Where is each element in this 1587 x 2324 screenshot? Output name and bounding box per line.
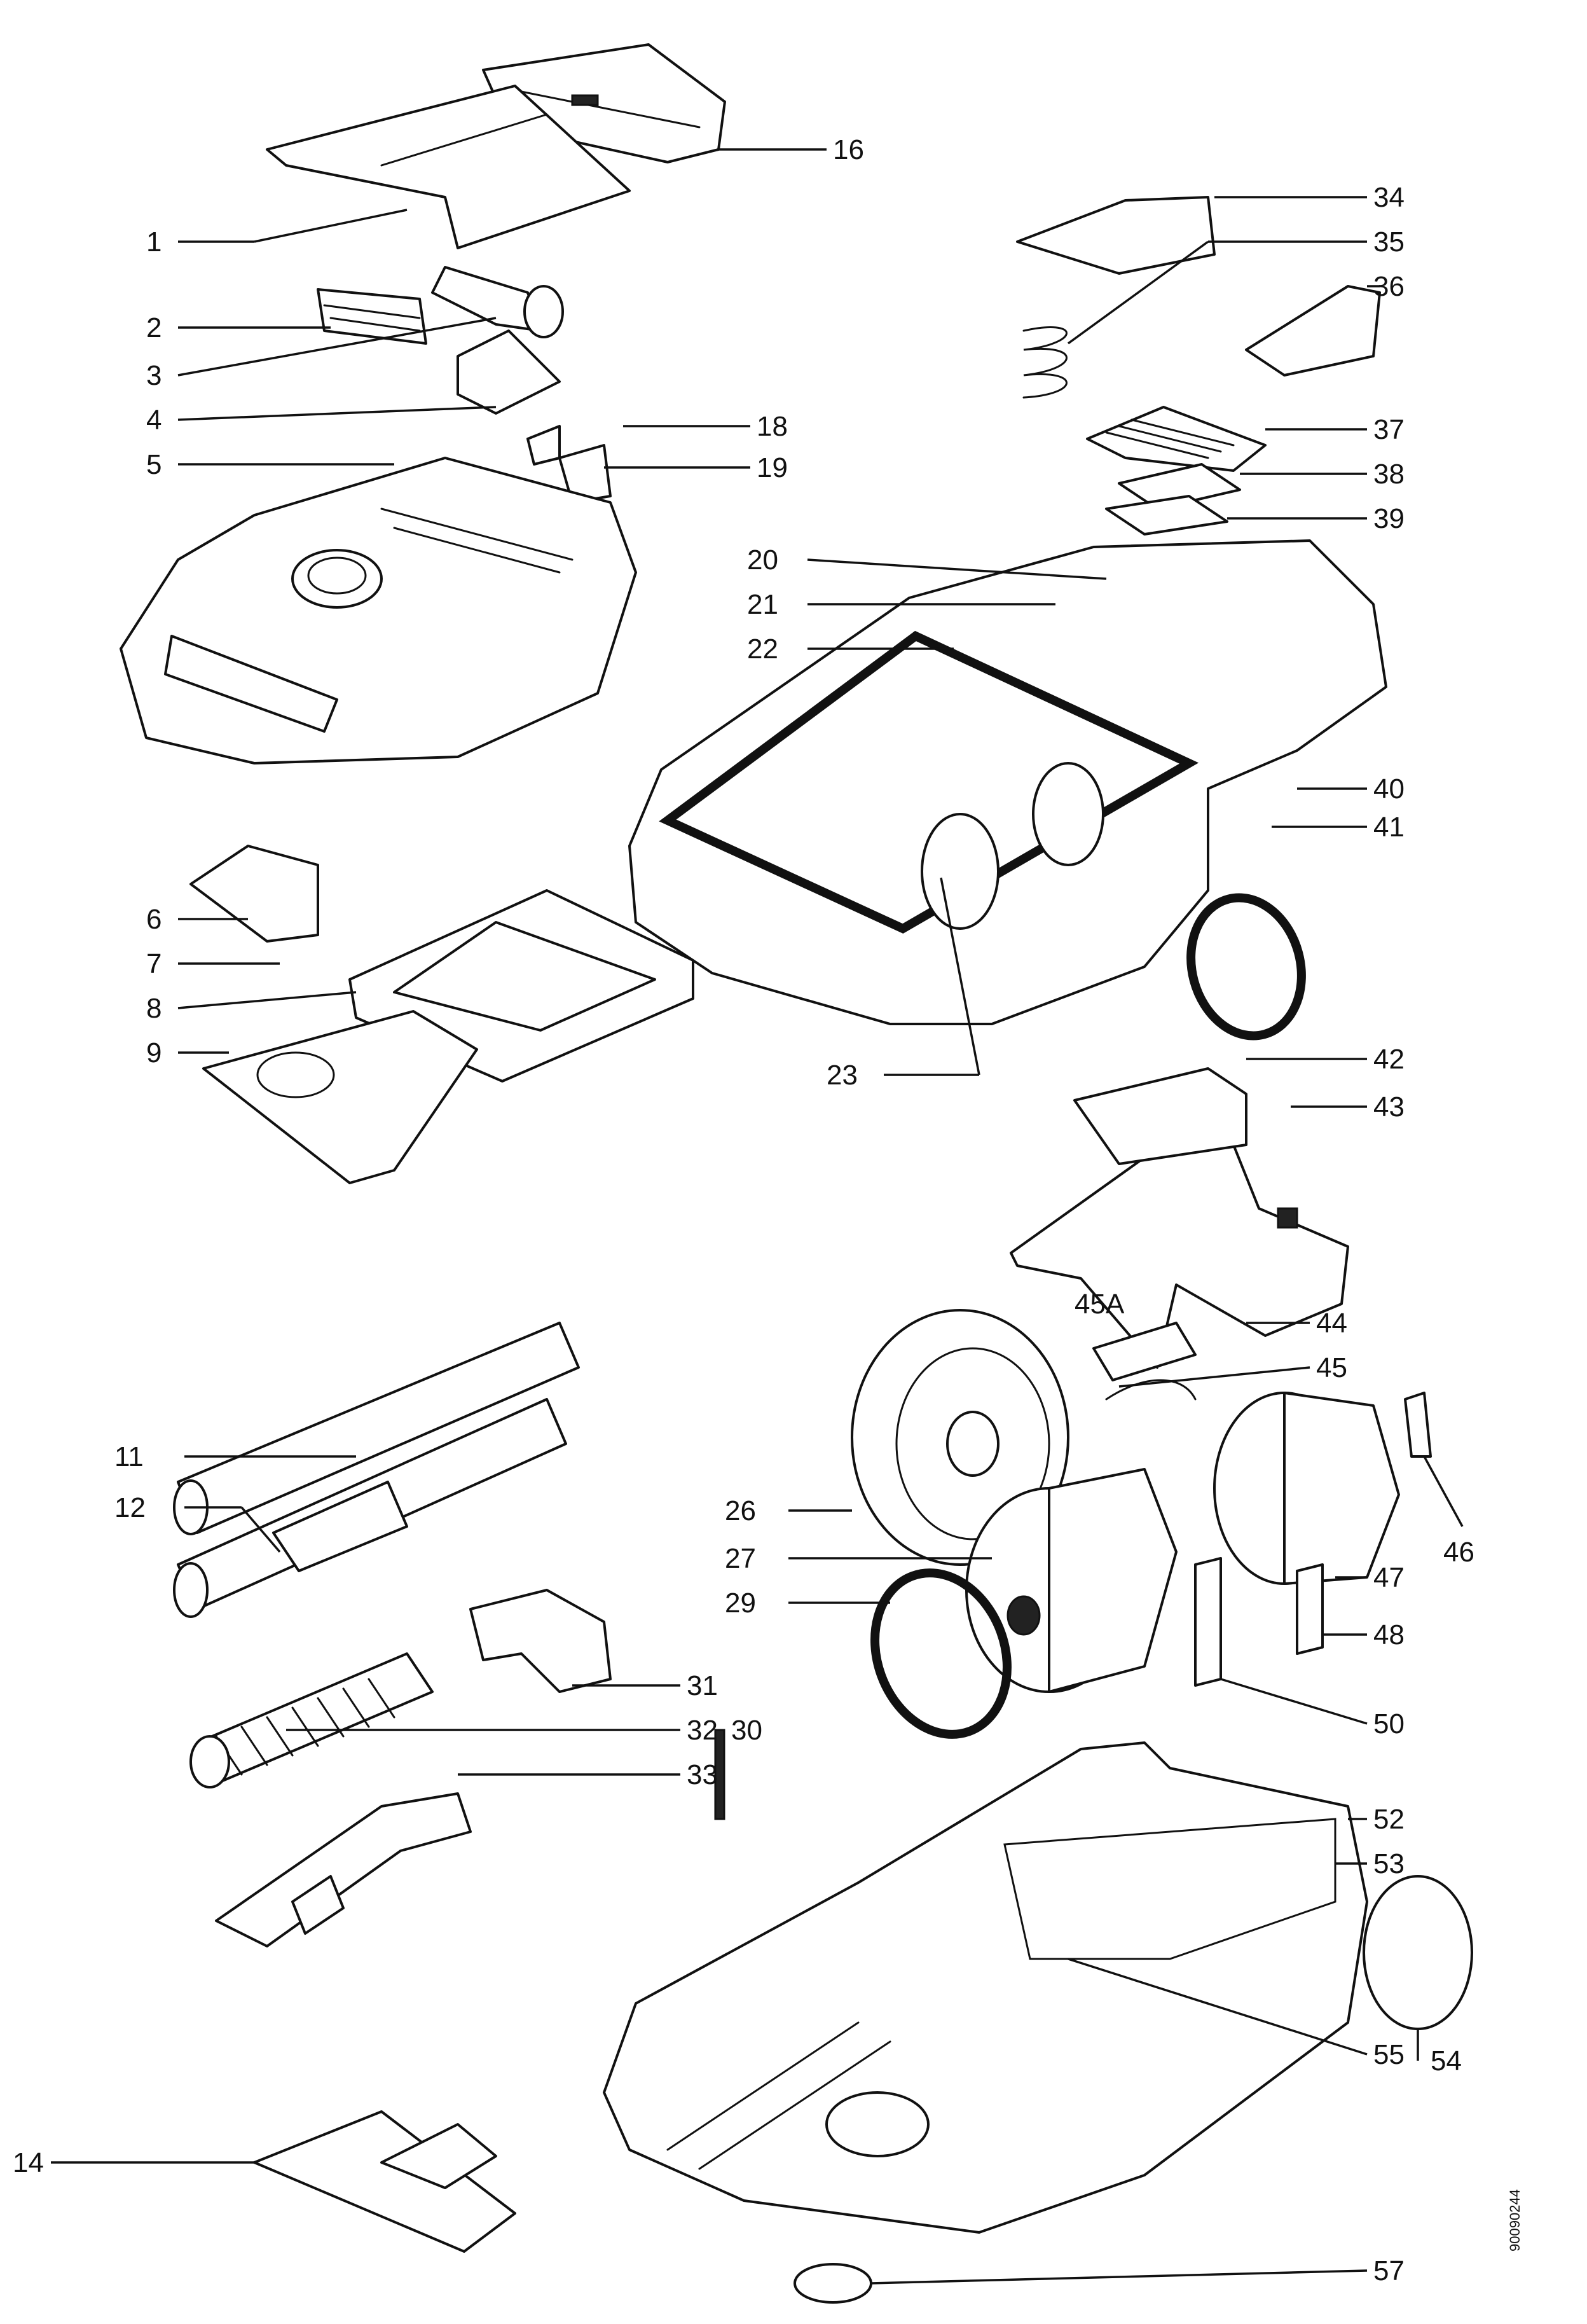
- label-16: 16: [833, 134, 864, 165]
- part-4-upholstery-nozzle: [457, 329, 561, 415]
- part-labels: 16 1 2 3 4 5 18 19 34 35 36 37 38 39 20 …: [13, 134, 1523, 2286]
- part-42-motor-cover: [1010, 1067, 1349, 1369]
- part-52-base-chassis: [603, 1741, 1368, 2234]
- label-2: 2: [146, 312, 161, 343]
- label-34: 34: [1373, 182, 1405, 213]
- part-38-39-filter-pads: [1105, 463, 1241, 536]
- label-29: 29: [725, 1587, 756, 1619]
- label-14: 14: [13, 2147, 44, 2178]
- part-1-cover-lid: [266, 85, 631, 249]
- part-6-7-switch: [189, 845, 319, 943]
- part-2-brush-nozzle: [317, 288, 427, 345]
- label-12: 12: [114, 1492, 146, 1523]
- label-41: 41: [1373, 812, 1405, 843]
- label-54: 54: [1431, 2045, 1462, 2077]
- label-39: 39: [1373, 503, 1405, 534]
- label-53: 53: [1373, 1848, 1405, 1879]
- label-52: 52: [1373, 1804, 1405, 1835]
- part-34-filter-cover: [1016, 196, 1216, 275]
- part-47-motor-bracket: [1194, 1392, 1432, 1687]
- part-29-gasket: [870, 1568, 1012, 1739]
- label-48: 48: [1373, 1619, 1405, 1650]
- part-37-filter-grid: [1086, 406, 1267, 472]
- label-31: 31: [687, 1670, 718, 1701]
- label-6: 6: [146, 904, 161, 935]
- label-42: 42: [1373, 1044, 1405, 1075]
- label-35: 35: [1373, 226, 1405, 258]
- part-32-hose: [189, 1652, 434, 1788]
- part-33-hose-handle: [215, 1792, 472, 1947]
- part-41-ring-seal: [1186, 893, 1306, 1041]
- label-18: 18: [757, 411, 788, 442]
- label-11: 11: [114, 1441, 144, 1472]
- part-30-rod: [714, 1729, 725, 1820]
- label-43: 43: [1373, 1091, 1405, 1123]
- label-57: 57: [1373, 2255, 1405, 2286]
- leader-lines: [51, 148, 1464, 2285]
- part-31-hose-elbow: [469, 1589, 612, 1693]
- label-50: 50: [1373, 1708, 1405, 1740]
- label-9: 9: [146, 1037, 161, 1069]
- part-14-floor-nozzle: [253, 2110, 516, 2253]
- label-46: 46: [1443, 1537, 1474, 1568]
- part-11-12-extension-tubes: [173, 1322, 580, 1618]
- part-9-dust-bag: [202, 1010, 478, 1184]
- label-5: 5: [146, 449, 161, 480]
- part-54-wheel-cap: [1363, 1875, 1473, 2030]
- drawing-code: 90090244: [1507, 2189, 1523, 2251]
- label-1: 1: [146, 226, 161, 258]
- label-3: 3: [146, 360, 161, 391]
- label-45: 45: [1316, 1352, 1347, 1383]
- label-20: 20: [747, 544, 778, 576]
- part-5-upper-housing: [120, 457, 637, 764]
- part-3-tube-tool: [431, 266, 564, 338]
- label-47: 47: [1373, 1562, 1405, 1593]
- label-44: 44: [1316, 1308, 1347, 1339]
- part-57-castor: [794, 2263, 872, 2304]
- part-36-grille: [1245, 285, 1381, 377]
- label-7: 7: [146, 948, 161, 979]
- label-55: 55: [1373, 2039, 1405, 2070]
- label-22: 22: [747, 633, 778, 665]
- label-32: 32: [687, 1715, 718, 1746]
- label-19: 19: [757, 452, 788, 483]
- label-30: 30: [731, 1715, 762, 1746]
- part-18-19-clips: [526, 425, 612, 504]
- label-21: 21: [747, 589, 778, 620]
- label-4: 4: [146, 405, 161, 436]
- part-40-main-body: [628, 539, 1387, 1025]
- label-37: 37: [1373, 414, 1405, 445]
- label-33: 33: [687, 1759, 718, 1790]
- label-27: 27: [725, 1543, 756, 1574]
- label-40: 40: [1373, 773, 1405, 805]
- label-8: 8: [146, 993, 161, 1024]
- label-26: 26: [725, 1495, 756, 1526]
- label-45a: 45A: [1075, 1289, 1125, 1320]
- label-23: 23: [827, 1060, 858, 1091]
- label-36: 36: [1373, 271, 1405, 302]
- part-35-spring: [1022, 326, 1068, 399]
- part-45-wiring: [1092, 1322, 1197, 1401]
- label-38: 38: [1373, 459, 1405, 490]
